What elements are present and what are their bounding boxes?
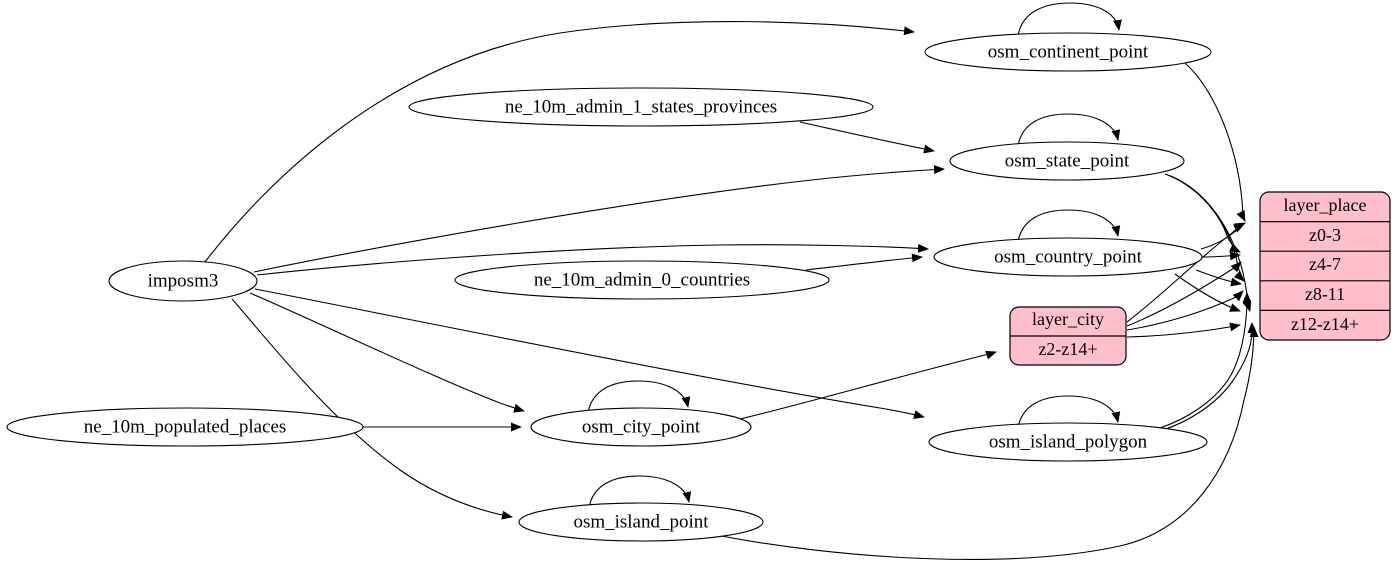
edge-layer_city-to-layer_place-z12-z14 (1126, 322, 1241, 338)
node-osm_city_point-shape[interactable] (530, 407, 752, 447)
edge-layer_city-to-layer_place-z8-11 (1126, 290, 1244, 331)
edge-imposm3-to-osm_continent_point (204, 21, 915, 263)
node-ne_places-label: ne_10m_populated_places (84, 416, 287, 437)
node-osm_island_point-label: osm_island_point (573, 511, 709, 532)
node-ne_places-shape[interactable] (6, 407, 364, 447)
node-imposm3-label: imposm3 (148, 270, 219, 291)
node-layer: imposm3 ne_10m_admin_1_states_provinces … (6, 32, 1212, 542)
edge-self-loop-osm_state_point (1017, 113, 1121, 147)
edge-osm_country_point-to-layer_place-z12-z14+ (1174, 273, 1241, 312)
node-osm_country_point-shape[interactable] (933, 237, 1203, 277)
edge-imposm3-to-osm_island_point (231, 298, 513, 520)
record-layer_place-field-z0-3[interactable]: z0-3 (1309, 225, 1341, 245)
record-layer_city-field-z2-z14[interactable]: z2-z14+ (1038, 339, 1097, 359)
record-layer_city[interactable]: layer_city z2-z14+ (1009, 306, 1127, 366)
node-osm_city_point[interactable]: osm_city_point (530, 407, 752, 447)
node-osm_continent_point[interactable]: osm_continent_point (924, 32, 1212, 72)
record-layer_place-box[interactable] (1259, 191, 1391, 341)
node-imposm3-shape[interactable] (108, 260, 258, 302)
node-ne_10m_admin_0_countries[interactable]: ne_10m_admin_0_countries (454, 260, 830, 300)
record-layer_place-field-z12-z14[interactable]: z12-z14+ (1291, 314, 1359, 334)
edge-osm_state_point-to-layer_place-z12-z14+ (1170, 175, 1252, 312)
node-osm_island_polygon-label: osm_island_polygon (989, 431, 1148, 452)
edge-osm_island_polygon-to-layer_place-z8-11 (1159, 292, 1252, 429)
edge-osm_state_point-to-layer_place-z4-7 (1164, 173, 1241, 253)
edge-imposm3-to-osm_city_point (249, 292, 525, 413)
record-layer_city-title: layer_city (1032, 309, 1104, 329)
edge-osm_city_point-to-layer_city-z2-z14 (739, 350, 997, 420)
node-osm_country_point[interactable]: osm_country_point (933, 237, 1203, 277)
record-layer_place-title: layer_place (1284, 195, 1367, 215)
node-imposm3[interactable]: imposm3 (108, 260, 258, 302)
node-osm_island_polygon-shape[interactable] (928, 422, 1208, 462)
edge-osm_island_polygon-to-layer_place-z12-z14 (1162, 322, 1257, 431)
edge-osm_country_point-to-layer_place-z4-7 (1202, 251, 1241, 261)
edge-imposm3-to-osm_state_point (253, 165, 945, 273)
edge-self-loop-osm_country_point (1017, 209, 1121, 243)
node-osm_country_point-label: osm_country_point (994, 246, 1142, 267)
node-osm_island_point-shape[interactable] (518, 502, 764, 542)
record-layer_place-field-z4-7[interactable]: z4-7 (1309, 254, 1341, 274)
edge-imposm3-to-osm_island_polygon (254, 288, 925, 419)
edge-layer_city-to-layer_place-z4-7 (1126, 261, 1242, 327)
edge-self-loop-osm_island_point (588, 475, 692, 509)
edge-ne_states-to-osm_state_point (799, 121, 935, 154)
node-ne_10m_admin_1_states_provinces[interactable]: ne_10m_admin_1_states_provinces (408, 87, 874, 127)
record-layer_place-field-z8-11[interactable]: z8-11 (1305, 284, 1345, 304)
edge-self-loop-osm_city_point (587, 380, 691, 414)
edge-osm_continent_point-to-layer_place-z0-3 (1184, 62, 1246, 222)
node-ne_countries-shape[interactable] (454, 260, 830, 300)
edge-imposm3-to-osm_country_point (256, 243, 929, 276)
node-ne_states-label: ne_10m_admin_1_states_provinces (505, 96, 777, 117)
edge-self-loop-osm_island_polygon (1017, 395, 1121, 429)
node-osm_continent_point-shape[interactable] (924, 32, 1212, 72)
edge-osm_country_point-to-layer_place-z8-11 (1195, 269, 1242, 287)
node-osm_state_point-shape[interactable] (949, 141, 1185, 181)
node-osm_state_point[interactable]: osm_state_point (949, 141, 1185, 181)
node-osm_state_point-label: osm_state_point (1005, 150, 1130, 171)
node-osm_island_polygon[interactable]: osm_island_polygon (928, 422, 1208, 462)
edge-layer_city-to-layer_place-z0-3 (1126, 223, 1245, 323)
edge-self-loop-osm_continent_point (1017, 2, 1122, 37)
edge-layer (204, 2, 1259, 560)
node-ne_10m_populated_places[interactable]: ne_10m_populated_places (6, 407, 364, 447)
edge-ne_countries-to-osm_country_point (805, 253, 923, 271)
edge-osm_island_point-to-layer_place-z12-z14 (715, 326, 1259, 560)
record-layer: layer_city z2-z14+ layer_place z0-3 z4-7… (1009, 191, 1391, 366)
node-ne_states-shape[interactable] (408, 87, 874, 127)
node-osm_continent_point-label: osm_continent_point (988, 41, 1149, 62)
node-ne_countries-label: ne_10m_admin_0_countries (534, 269, 750, 290)
node-osm_island_point[interactable]: osm_island_point (518, 502, 764, 542)
record-layer_place[interactable]: layer_place z0-3 z4-7 z8-11 z12-z14+ (1259, 191, 1391, 341)
node-osm_city_point-label: osm_city_point (582, 416, 701, 437)
